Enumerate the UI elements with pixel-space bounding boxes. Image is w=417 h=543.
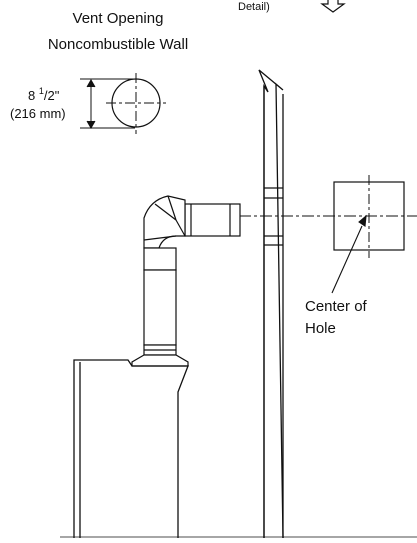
vent-pipe <box>131 195 241 367</box>
noncombustible-wall <box>258 69 284 539</box>
center-leader-arrow <box>331 214 367 294</box>
svg-text:8 1/2": 8 1/2" <box>28 86 60 103</box>
dimension-lines <box>80 78 135 130</box>
dimension-metric: (216 mm) <box>10 106 66 121</box>
title-line-1: Vent Opening <box>73 10 164 27</box>
dimension-whole: 8 <box>28 88 39 103</box>
vent-circle-detail <box>106 73 166 134</box>
diameter-dimension: 8 1/2" (216 mm) <box>10 86 66 121</box>
title-line-2: Noncombustible Wall <box>48 36 188 53</box>
dimension-fraction: /2" <box>44 88 60 103</box>
dimension-numerator: 1 <box>39 86 44 96</box>
partial-label: Detail) <box>238 1 270 13</box>
appliance-body <box>73 359 189 538</box>
callout-line-2: Hole <box>305 320 336 337</box>
callout-line-1: Center of <box>305 298 368 315</box>
partial-arrow-icon <box>320 0 346 13</box>
